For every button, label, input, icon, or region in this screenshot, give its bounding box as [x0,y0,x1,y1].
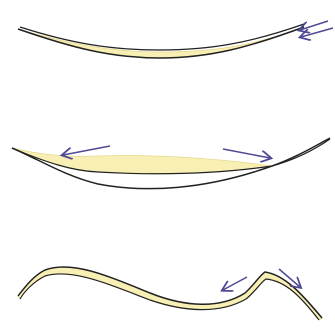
arrow-middle-right [223,149,270,158]
panel-top [18,21,333,58]
arrow-bottom-left [223,277,247,290]
curve-bottom-lower [20,274,319,320]
curve-top-upper [20,24,304,50]
arrow-middle-left [63,146,110,155]
panel-middle [12,138,330,189]
arrow-top-2 [301,28,333,37]
lens-middle-fill [12,148,272,174]
arrow-top-1 [300,21,328,30]
panel-bottom [18,267,322,320]
